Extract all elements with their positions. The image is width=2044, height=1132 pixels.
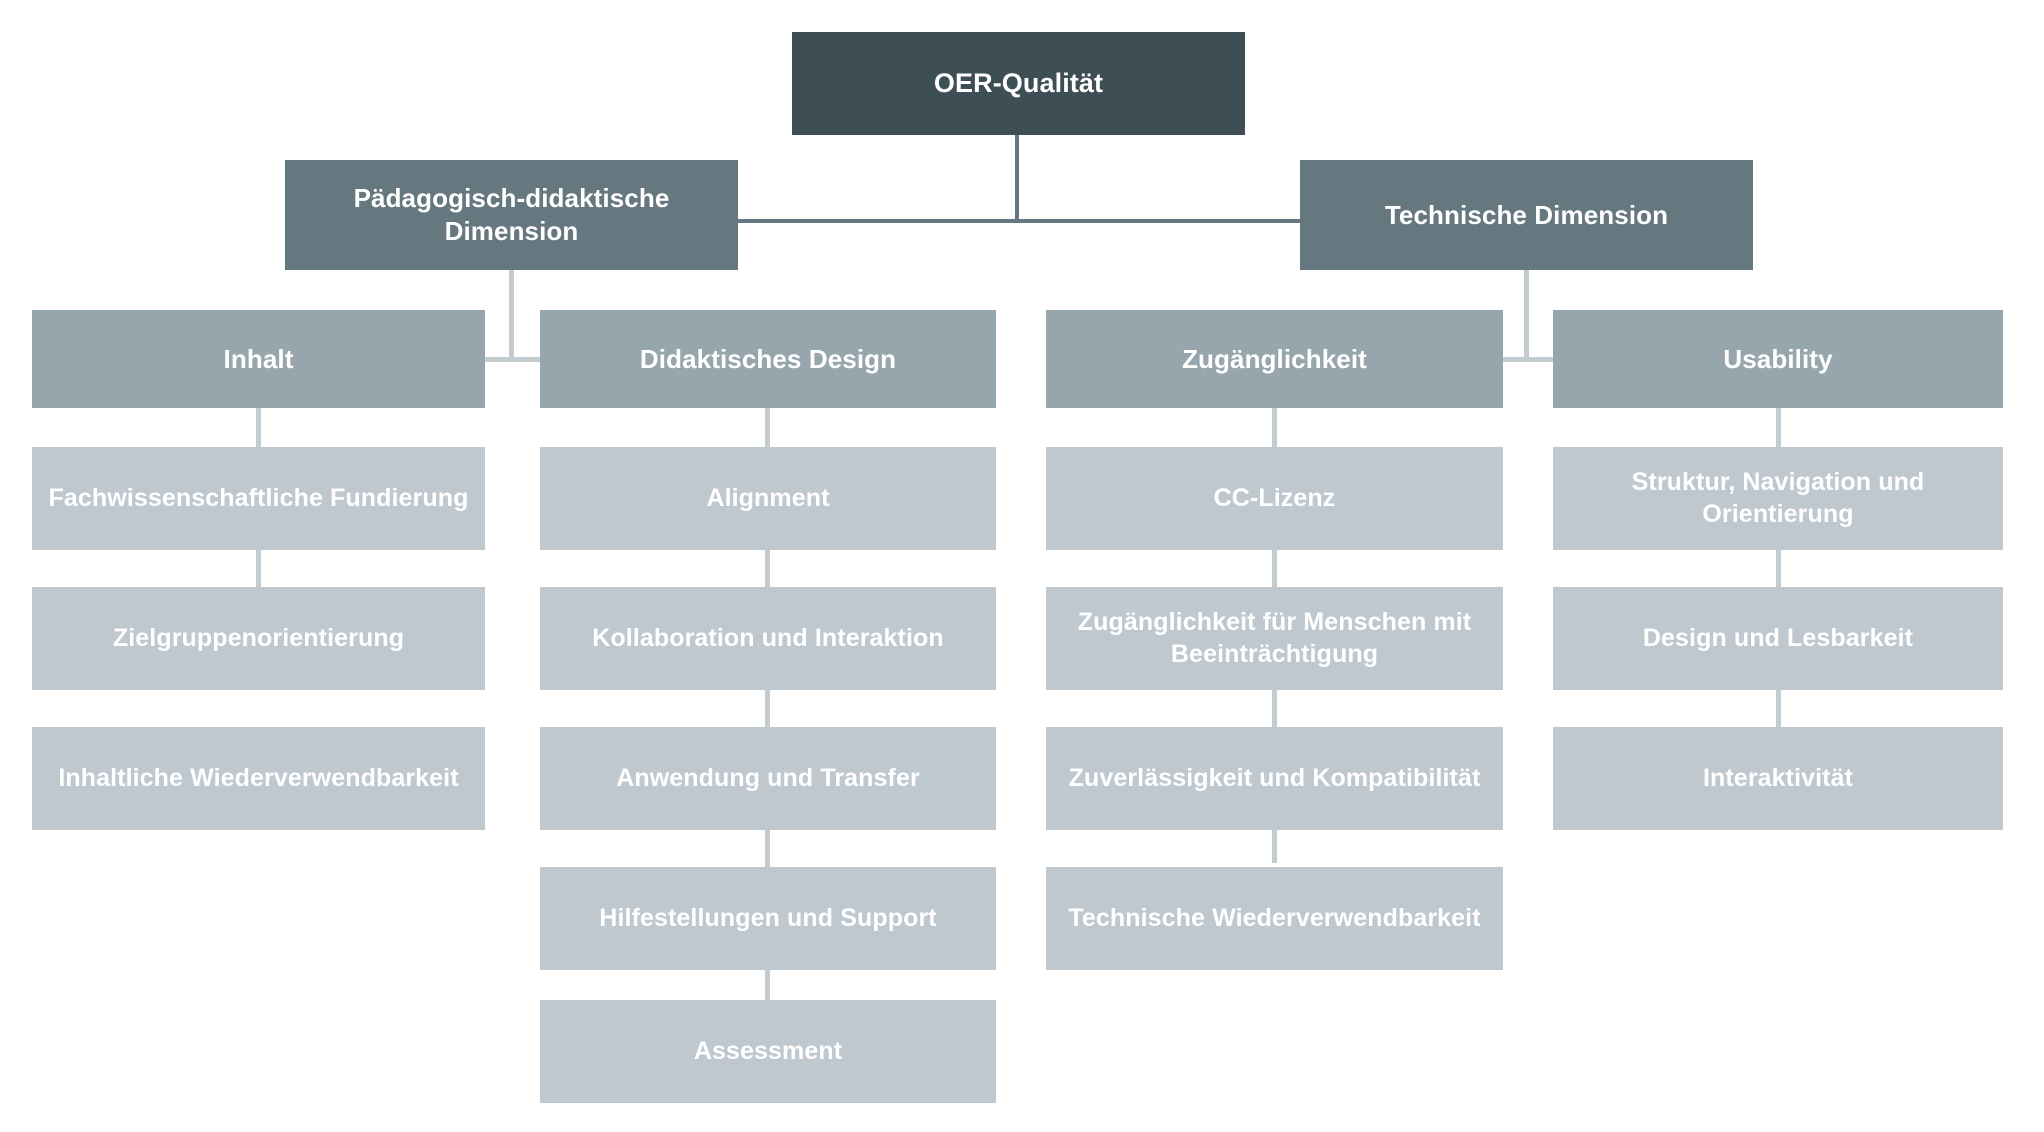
connector-right-category-bus bbox=[1272, 357, 1790, 362]
node-criterion-hilfestellungen-und-support[interactable]: Hilfestellungen und Support bbox=[540, 867, 996, 970]
node-category-usability[interactable]: Usability bbox=[1553, 310, 2003, 408]
connector-right-dimension-stem bbox=[1524, 270, 1529, 362]
connector-dimension-bus bbox=[738, 219, 1301, 223]
node-category-inhalt[interactable]: Inhalt bbox=[32, 310, 485, 408]
node-category-didaktisches-design[interactable]: Didaktisches Design bbox=[540, 310, 996, 408]
node-criterion-alignment[interactable]: Alignment bbox=[540, 447, 996, 550]
connector-column-didaktisches-design bbox=[765, 408, 770, 1000]
connector-column-usability bbox=[1776, 408, 1781, 753]
node-criterion-fachwissenschaftliche-fundierung[interactable]: Fachwissenschaftliche Fundierung bbox=[32, 447, 485, 550]
node-criterion-anwendung-und-transfer[interactable]: Anwendung und Transfer bbox=[540, 727, 996, 830]
connector-left-dimension-stem bbox=[509, 270, 514, 362]
node-criterion-inhaltliche-wiederverwendbarkeit[interactable]: Inhaltliche Wiederverwendbarkeit bbox=[32, 727, 485, 830]
node-criterion-interaktivitaet[interactable]: Interaktivität bbox=[1553, 727, 2003, 830]
node-root-oer-qualitaet[interactable]: OER-Qualität bbox=[792, 32, 1245, 135]
node-criterion-struktur-navigation-orientierung[interactable]: Struktur, Navigation und Orientierung bbox=[1553, 447, 2003, 550]
node-dimension-paedagogisch-didaktisch[interactable]: Pädagogisch-didaktische Dimension bbox=[285, 160, 738, 270]
node-category-zugaenglichkeit[interactable]: Zugänglichkeit bbox=[1046, 310, 1503, 408]
connector-left-category-bus bbox=[258, 357, 776, 362]
node-criterion-cc-lizenz[interactable]: CC-Lizenz bbox=[1046, 447, 1503, 550]
node-criterion-kollaboration-und-interaktion[interactable]: Kollaboration und Interaktion bbox=[540, 587, 996, 690]
node-dimension-technisch[interactable]: Technische Dimension bbox=[1300, 160, 1753, 270]
node-criterion-technische-wiederverwendbarkeit[interactable]: Technische Wiederverwendbarkeit bbox=[1046, 867, 1503, 970]
node-criterion-design-und-lesbarkeit[interactable]: Design und Lesbarkeit bbox=[1553, 587, 2003, 690]
node-criterion-zugaenglichkeit-beeintraechtigung[interactable]: Zugänglichkeit für Menschen mit Beeinträ… bbox=[1046, 587, 1503, 690]
node-criterion-zielgruppenorientierung[interactable]: Zielgruppenorientierung bbox=[32, 587, 485, 690]
node-criterion-assessment[interactable]: Assessment bbox=[540, 1000, 996, 1103]
connector-root-stem bbox=[1015, 135, 1019, 221]
node-criterion-zuverlaessigkeit-und-kompatibilitaet[interactable]: Zuverlässigkeit und Kompatibilität bbox=[1046, 727, 1503, 830]
